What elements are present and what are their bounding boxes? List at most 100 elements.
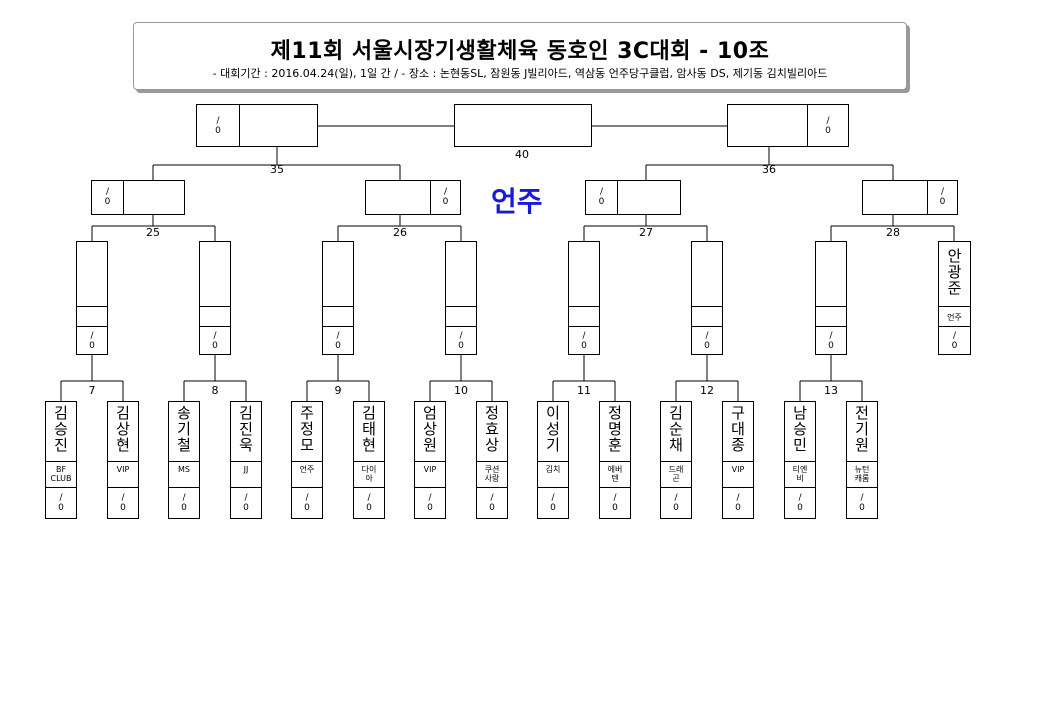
score-label: / 0 xyxy=(58,493,64,513)
player-card: 송 기 철 MS / 0 xyxy=(168,401,200,519)
round2-box: / 0 xyxy=(691,241,723,355)
match-number-27: 27 xyxy=(639,226,653,239)
match-number-35: 35 xyxy=(270,163,284,176)
score-label: / 0 xyxy=(581,331,587,351)
player-club: VIP xyxy=(731,465,745,474)
player-name: 김 태 현 xyxy=(362,404,376,454)
semifinal-right-box: / 0 xyxy=(727,104,849,147)
player-club: 드래 곤 xyxy=(668,465,684,483)
title-banner: 제11회 서울시장기생활체육 동호인 3C대회 - 10조 - 대회기간 : 2… xyxy=(133,22,907,90)
round2-box: / 0 xyxy=(76,241,108,355)
player-club: 쿠션 사랑 xyxy=(484,465,500,483)
score-label: / 0 xyxy=(243,493,249,513)
player-club: 언주 xyxy=(299,465,315,474)
page-subtitle: - 대회기간 : 2016.04.24(일), 1일 간 / - 장소 : 논현… xyxy=(212,67,828,80)
player-name: 김 상 현 xyxy=(116,404,130,454)
round2-box: / 0 xyxy=(568,241,600,355)
round2-box: / 0 xyxy=(199,241,231,355)
player-name: 주 정 모 xyxy=(300,404,314,454)
player-club: 티엔 비 xyxy=(792,465,808,483)
score-label: / 0 xyxy=(366,493,372,513)
match-number-8: 8 xyxy=(211,384,219,397)
round2-box: / 0 xyxy=(815,241,847,355)
player-club: BF CLUB xyxy=(50,465,72,483)
quarterfinal-box-2: / 0 xyxy=(365,180,461,215)
player-card: 구 대 종 VIP / 0 xyxy=(722,401,754,519)
match-number-25: 25 xyxy=(146,226,160,239)
score-label: / 0 xyxy=(215,116,221,136)
player-club: 언주 xyxy=(947,313,962,322)
player-name: 김 승 진 xyxy=(54,404,68,454)
player-name: 김 순 채 xyxy=(669,404,683,454)
player-club: JJ xyxy=(243,465,249,474)
score-label: / 0 xyxy=(442,187,449,207)
player-name: 송 기 철 xyxy=(177,404,191,454)
player-name: 이 성 기 xyxy=(546,404,560,454)
player-name: 정 효 상 xyxy=(485,404,499,454)
score-label: / 0 xyxy=(489,493,495,513)
score-label: / 0 xyxy=(104,187,111,207)
score-label: / 0 xyxy=(120,493,126,513)
match-number-9: 9 xyxy=(334,384,342,397)
round2-box: / 0 xyxy=(445,241,477,355)
score-label: / 0 xyxy=(735,493,741,513)
player-club: MS xyxy=(178,465,190,474)
score-label: / 0 xyxy=(181,493,187,513)
score-label: / 0 xyxy=(859,493,865,513)
score-label: / 0 xyxy=(797,493,803,513)
match-number-7: 7 xyxy=(88,384,96,397)
player-club: 에버 텐 xyxy=(607,465,623,483)
score-label: / 0 xyxy=(939,187,946,207)
match-number-36: 36 xyxy=(762,163,776,176)
semifinal-left-box: / 0 xyxy=(196,104,318,147)
score-label: / 0 xyxy=(550,493,556,513)
player-club: VIP xyxy=(116,465,130,474)
score-label: / 0 xyxy=(612,493,618,513)
match-number-13: 13 xyxy=(824,384,838,397)
score-label: / 0 xyxy=(828,331,834,351)
player-name: 남 승 민 xyxy=(793,404,807,454)
page-title: 제11회 서울시장기생활체육 동호인 3C대회 - 10조 xyxy=(270,39,770,64)
match-number-11: 11 xyxy=(577,384,591,397)
score-label: / 0 xyxy=(673,493,679,513)
bye-player-card: 안 광 준 언주 / 0 xyxy=(938,241,971,355)
quarterfinal-box-4: / 0 xyxy=(862,180,958,215)
player-card: 엄 상 원 VIP / 0 xyxy=(414,401,446,519)
score-label: / 0 xyxy=(89,331,95,351)
score-label: / 0 xyxy=(598,187,605,207)
score-label: / 0 xyxy=(212,331,218,351)
player-card: 김 진 욱 JJ / 0 xyxy=(230,401,262,519)
player-card: 김 승 진 BF CLUB / 0 xyxy=(45,401,77,519)
score-label: / 0 xyxy=(335,331,341,351)
player-club: 김치 xyxy=(545,465,561,474)
score-label: / 0 xyxy=(704,331,710,351)
score-label: / 0 xyxy=(458,331,464,351)
match-number-10: 10 xyxy=(454,384,468,397)
player-name: 안 광 준 xyxy=(947,247,962,297)
player-name: 전 기 원 xyxy=(855,404,869,454)
player-club: 다이 아 xyxy=(361,465,377,483)
player-name: 구 대 종 xyxy=(731,404,745,454)
quarterfinal-box-3: / 0 xyxy=(585,180,681,215)
score-label: / 0 xyxy=(825,116,831,136)
player-name: 엄 상 원 xyxy=(423,404,437,454)
player-name: 김 진 욱 xyxy=(239,404,253,454)
player-card: 김 상 현 VIP / 0 xyxy=(107,401,139,519)
player-club: VIP xyxy=(423,465,437,474)
score-label: / 0 xyxy=(951,331,958,351)
round2-box: / 0 xyxy=(322,241,354,355)
score-label: / 0 xyxy=(427,493,433,513)
player-name: 정 명 훈 xyxy=(608,404,622,454)
final-box xyxy=(454,104,592,147)
match-number-26: 26 xyxy=(393,226,407,239)
quarterfinal-box-1: / 0 xyxy=(91,180,185,215)
